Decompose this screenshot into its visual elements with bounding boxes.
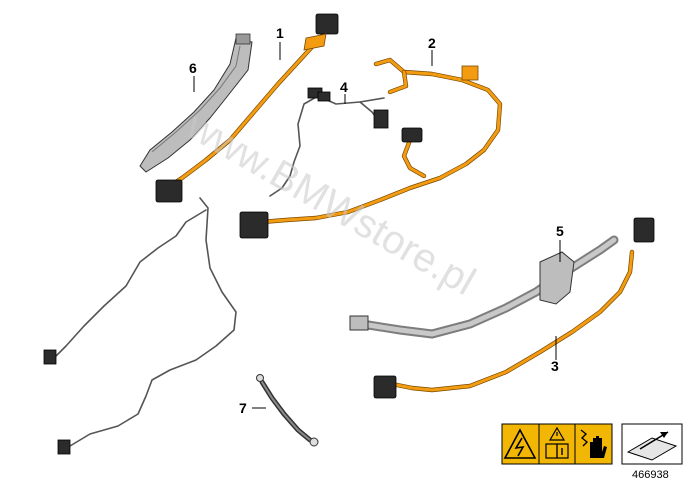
part-2-harness [239,57,503,239]
reference-number: 466938 [632,469,669,481]
part-2-plug [239,211,269,239]
part-3-plug [373,375,397,399]
part-1-connector [315,13,339,35]
electric-hand-icon [580,429,607,458]
part-7-ground-strap [256,374,319,447]
part-label-7: 7 [239,400,247,416]
part-1-plug [155,179,183,203]
read-manual-icon [545,426,569,459]
part-5-bracket [349,235,619,339]
arrow-icon [621,423,683,465]
part-3-cable [373,217,655,399]
part-label-3: 3 [551,358,559,374]
part-label-1: 1 [276,25,284,41]
high-voltage-warning-icon [503,428,537,459]
watermark: www.BMWstore.pl [179,103,483,304]
part-label-5: 5 [556,223,564,239]
cable-connector-a [43,349,57,365]
part-1-cable [155,13,339,203]
part-label-4: 4 [340,79,348,95]
part-3-connector [633,217,655,243]
part-label-6: 6 [189,60,197,76]
cable-connector-b [57,439,71,455]
part-label-2: 2 [428,35,436,51]
warning-icons [501,423,613,465]
part-4-harness [269,87,389,197]
part-6-bracket [139,33,253,173]
part-4-cable [43,197,237,455]
